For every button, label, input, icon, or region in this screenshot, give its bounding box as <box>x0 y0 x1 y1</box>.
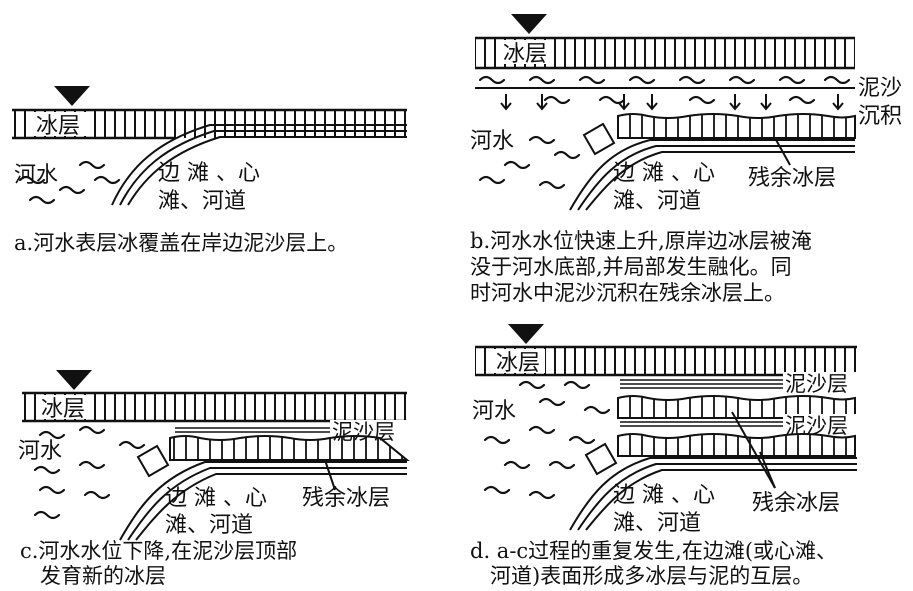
ice-block <box>584 442 618 476</box>
bank-label-line2: 滩、河道 <box>165 513 253 538</box>
water-level-marker <box>508 324 544 344</box>
sediment-label-line1: 泥沙 <box>858 76 902 101</box>
ice-label: 冰层 <box>41 397 85 422</box>
water-level-marker <box>56 370 92 390</box>
water-waves <box>18 160 121 205</box>
water-waves <box>478 75 851 190</box>
ice-label: 冰层 <box>496 351 540 376</box>
caption-c-line2: 发育新的冰层 <box>40 564 166 588</box>
water-waves <box>483 380 611 500</box>
bank-label-line2: 滩、河道 <box>613 189 701 214</box>
bank-label-line2: 滩、河道 <box>613 511 701 536</box>
water-level-marker <box>511 14 547 34</box>
residual-ice-layer-upper <box>617 395 856 419</box>
sediment-label-line2: 沉积 <box>858 104 902 129</box>
panel-a: 冰层 河水 边 滩 、心 滩、河道 a.河水表层冰覆盖在岸边泥沙层上。 <box>12 86 407 255</box>
bank-label-line1: 边 滩 、心 <box>613 483 715 508</box>
caption-b-line2: 没于河水底部,并局部发生融化。同 <box>470 255 792 279</box>
mud-label-1: 泥沙层 <box>785 372 848 396</box>
caption-d-line1: d. a-c过程的重复发生,在边滩(或心滩、 <box>470 539 837 563</box>
residual-label: 残余冰层 <box>302 486 390 511</box>
bank-label-line1: 边 滩 、心 <box>165 486 267 511</box>
residual-label: 残余冰层 <box>752 491 840 516</box>
caption-a: a.河水表层冰覆盖在岸边泥沙层上。 <box>14 231 348 255</box>
panel-d: 冰层 泥沙层 泥沙层 <box>470 324 861 588</box>
residual-ice-layer <box>169 435 410 461</box>
sediment-arrows <box>500 94 844 111</box>
caption-b-line3: 时河水中泥沙沉积在残余冰层上。 <box>470 281 785 305</box>
panel-c: 冰层 泥沙层 河水 边 滩 、心 滩、河道 残余冰层 c.河水水位下降,在泥沙层… <box>18 370 410 588</box>
bank-label-line1: 边 滩 、心 <box>613 161 715 186</box>
water-label: 河水 <box>18 439 62 464</box>
bank-label-line2: 滩、河道 <box>158 189 246 214</box>
water-level-marker <box>54 86 90 106</box>
water-waves <box>33 425 146 520</box>
ice-label: 冰层 <box>36 114 80 139</box>
panel-b: 冰层 <box>470 14 902 305</box>
ice-label: 冰层 <box>503 42 547 67</box>
residual-ice-layer-lower <box>617 433 856 457</box>
bank-label-line1: 边 滩 、心 <box>158 161 260 186</box>
ice-block <box>582 122 616 156</box>
ice-block <box>136 444 170 478</box>
caption-b-line1: b.河水水位快速上升,原岸边冰层被淹 <box>470 229 812 253</box>
residual-label: 残余冰层 <box>748 166 836 191</box>
caption-c-line1: c.河水水位下降,在泥沙层顶部 <box>20 539 297 563</box>
residual-ice-layer <box>617 113 856 139</box>
water-label: 河水 <box>470 129 514 154</box>
water-label: 河水 <box>14 163 58 188</box>
water-label: 河水 <box>472 399 516 424</box>
caption-d-line2: 河道)表面形成多冰层与泥的互层。 <box>490 564 813 588</box>
